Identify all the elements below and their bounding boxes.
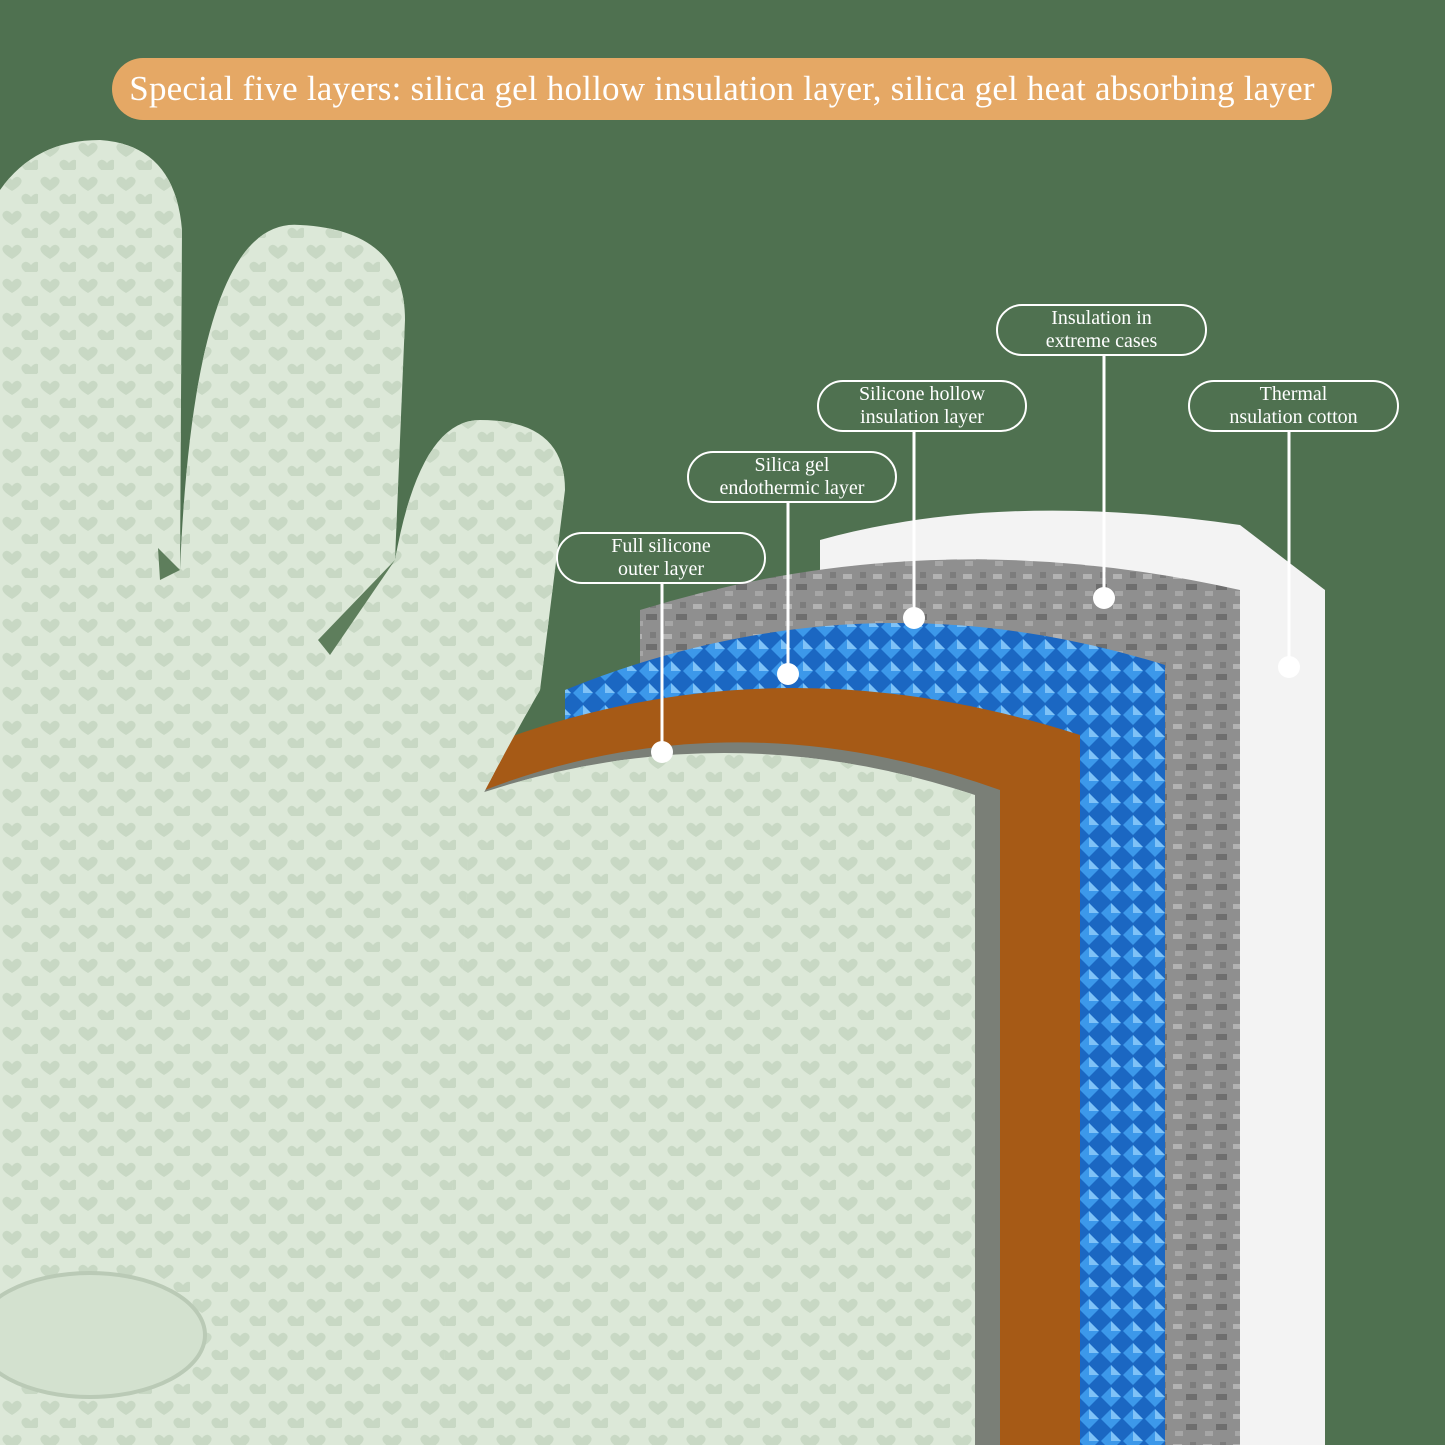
- callout-text-line2: outer layer: [617, 558, 705, 580]
- callout-silica-gel-endothermic-layer: Silica gel endothermic layer: [687, 451, 897, 503]
- callout-silicone-hollow-insulation-layer: Silicone hollow insulation layer: [817, 380, 1027, 432]
- marker-dot-thermal: [1278, 656, 1300, 678]
- outer-layer-texture: [410, 753, 975, 1445]
- marker-dot-insulation-extreme: [1093, 587, 1115, 609]
- callout-text-line2: insulation layer: [860, 406, 984, 428]
- marker-dot-silica-gel: [777, 663, 799, 685]
- marker-dot-full-silicone: [651, 741, 673, 763]
- callout-text-line2: extreme cases: [1045, 330, 1158, 352]
- headline-text: Special five layers: silica gel hollow i…: [129, 69, 1315, 108]
- callout-text-line1: Silica gel: [754, 454, 830, 476]
- callout-full-silicone-outer-layer: Full silicone outer layer: [556, 532, 766, 584]
- callout-text-line1: Full silicone: [611, 535, 711, 557]
- silicone-glove: [0, 140, 565, 1445]
- callout-text-line2: endothermic layer: [719, 477, 865, 499]
- grip-label-oval: [0, 1271, 207, 1399]
- callout-text-line1: Insulation in: [1051, 307, 1152, 329]
- callout-insulation-in-extreme-cases: Insulation in extreme cases: [996, 304, 1207, 356]
- callout-text-line2: nsulation cotton: [1229, 406, 1358, 428]
- marker-dot-silicone-hollow: [903, 607, 925, 629]
- callout-text-line1: Silicone hollow: [858, 383, 986, 405]
- callout-thermal-insulation-cotton: Thermal nsulation cotton: [1188, 380, 1399, 432]
- layer-markers: [651, 587, 1300, 763]
- callout-text-line1: Thermal: [1259, 383, 1328, 405]
- headline-banner: Special five layers: silica gel hollow i…: [112, 58, 1332, 120]
- leader-lines: [660, 356, 1291, 748]
